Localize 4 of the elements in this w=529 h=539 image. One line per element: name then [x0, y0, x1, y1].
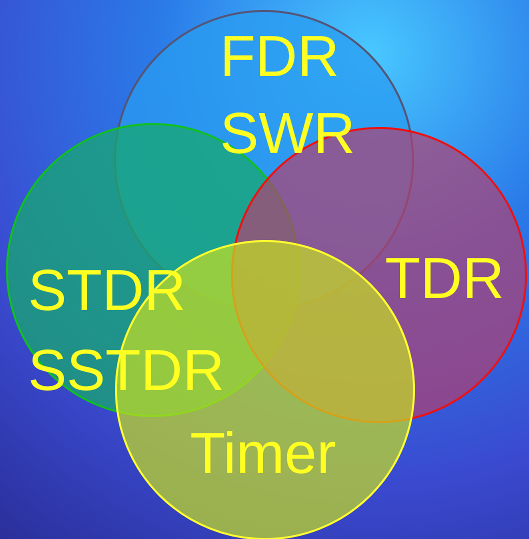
- set-label: FDR: [220, 28, 340, 86]
- set-label: TDR: [385, 250, 504, 308]
- set-label: Timer: [190, 425, 336, 483]
- set-label: SWR: [220, 105, 356, 163]
